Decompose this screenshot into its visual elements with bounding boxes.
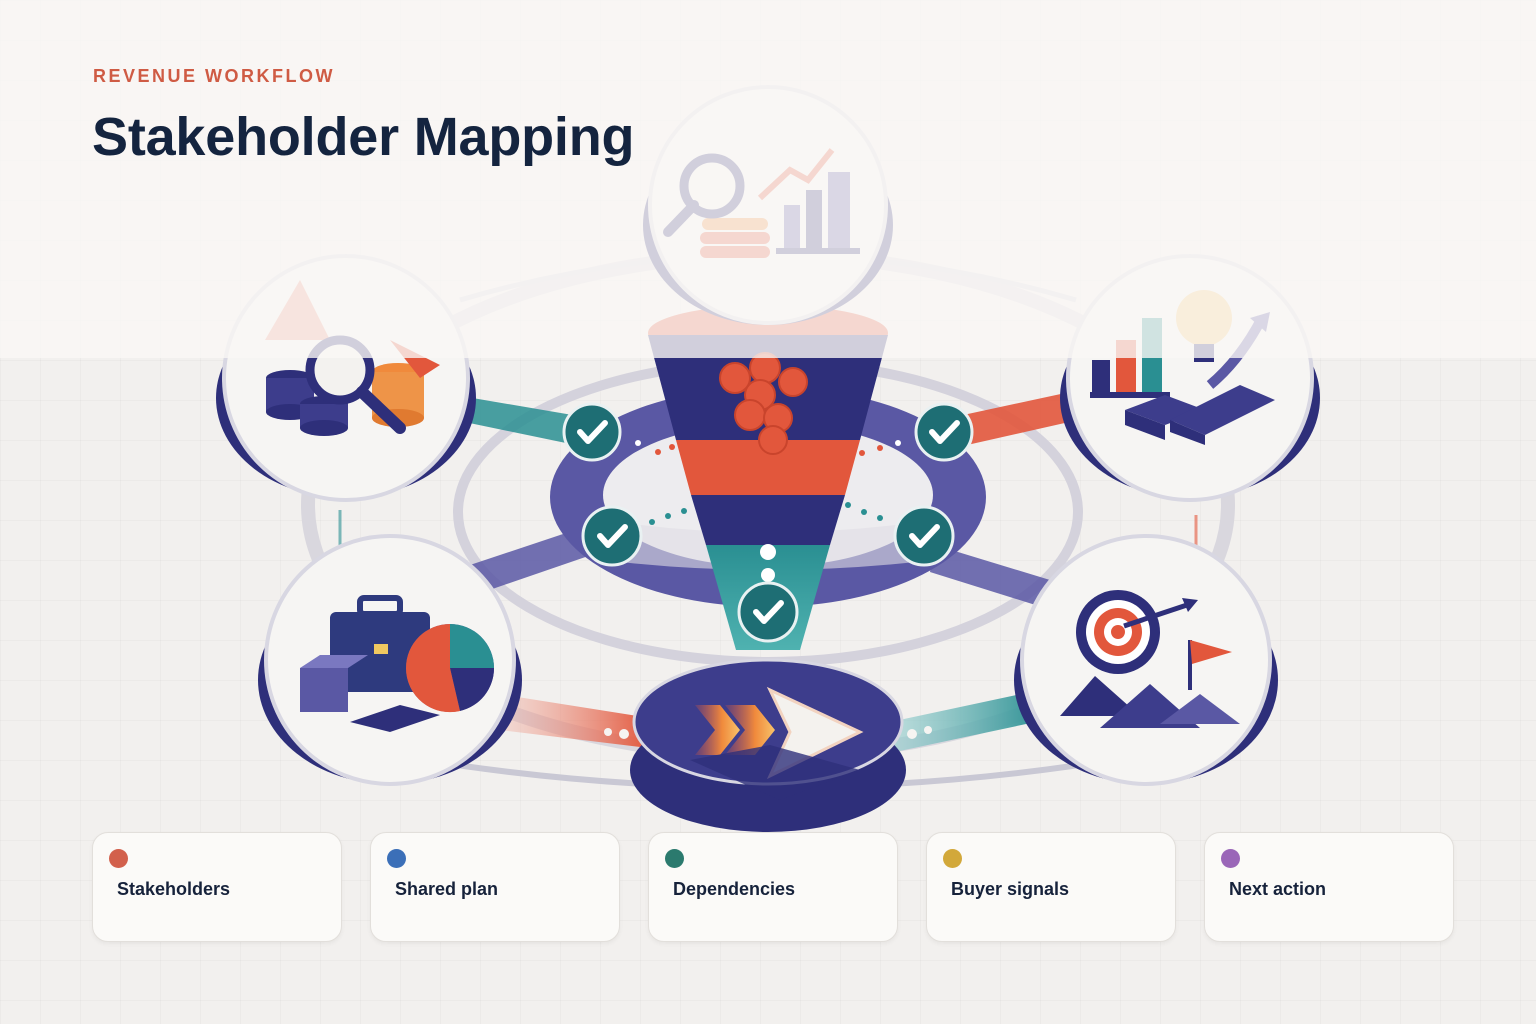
legend-dot [665,849,684,868]
legend-label: Dependencies [673,879,796,899]
legend-label: Buyer signals [951,879,1070,899]
legend-dot [1221,849,1240,868]
legend-label: Stakeholders [117,879,231,899]
legend-dot [387,849,406,868]
check-icon [581,505,643,567]
legend-card-next-action: Next action [1204,832,1454,942]
check-icon [914,402,974,462]
section-eyebrow: REVENUE WORKFLOW [93,66,335,86]
goal-node [1014,534,1278,786]
legend-label: Next action [1229,879,1327,899]
legend-cards: Stakeholders Shared plan Dependencies Bu… [92,832,1454,944]
legend-label: Shared plan [395,879,499,899]
forward-arrow-icon [690,686,864,800]
check-icon [737,581,799,643]
legend-card-buyer-signals: Buyer signals [926,832,1176,942]
legend-card-shared-plan: Shared plan [370,832,620,942]
legend-dot [109,849,128,868]
check-icon [562,402,622,462]
header-veil [0,0,1536,358]
connectors [455,392,1078,752]
legend-card-dependencies: Dependencies [648,832,898,942]
check-icon [893,505,955,567]
page-title: Stakeholder Mapping [92,107,635,167]
action-node [630,658,906,832]
dot-trails [635,439,901,525]
legend-dot [943,849,962,868]
target-flag-icon [1060,590,1240,728]
checkpoints [562,402,974,643]
briefcase-pie-chart-icon [300,595,495,732]
legend-card-stakeholders: Stakeholders [92,832,342,942]
planning-node [258,534,522,786]
